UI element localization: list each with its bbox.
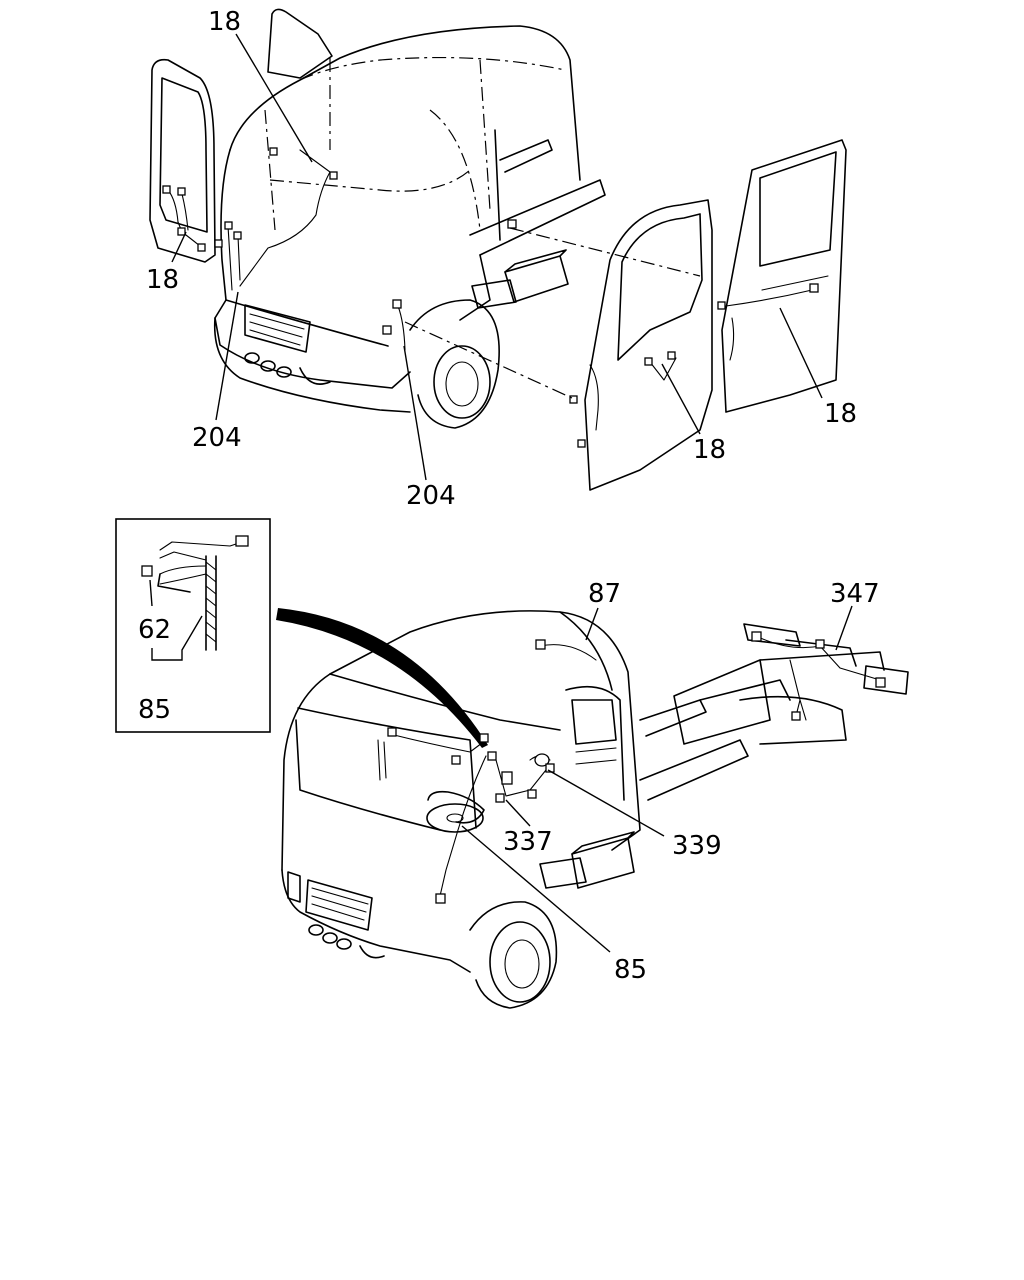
leader-87 (585, 607, 599, 641)
chassis-frame (459, 139, 606, 321)
leader-204-a (215, 291, 239, 421)
leader-18-d (779, 307, 823, 399)
leader-18-c (661, 363, 701, 435)
cab-body (214, 25, 581, 389)
top-alignment-line-2 (404, 321, 573, 399)
bottom-harness (389, 635, 881, 897)
top-harness (167, 149, 813, 431)
callout-18-left: 18 (146, 265, 179, 295)
leader-337 (505, 799, 531, 827)
front-grille (213, 304, 411, 413)
callout-18-rear: 18 (824, 399, 857, 429)
bottom-grille (287, 871, 385, 959)
detail-inset: 62 85 (115, 518, 271, 733)
callout-204-center: 204 (406, 481, 456, 511)
bottom-front-wheel (469, 901, 558, 1009)
bottom-battery (539, 831, 635, 889)
left-door (149, 58, 216, 263)
leader-347 (835, 605, 853, 651)
top-cab-drawing: 18 18 204 204 18 18 (146, 7, 857, 511)
bottom-cab-drawing: 87 347 337 339 85 (281, 579, 909, 1009)
callout-85-main: 85 (614, 955, 647, 985)
callout-87: 87 (588, 579, 621, 609)
top-alignment-line-1 (509, 227, 701, 277)
right-front-door (584, 199, 713, 491)
bottom-connectors (387, 631, 886, 904)
leader-18-a (235, 33, 313, 163)
bottom-cab-body (281, 610, 641, 973)
upper-door (267, 8, 333, 79)
callout-18-top: 18 (208, 7, 241, 37)
callout-337: 337 (503, 827, 553, 857)
detail-arrow (276, 608, 488, 748)
callout-204-left: 204 (192, 423, 242, 453)
callout-347: 347 (830, 579, 880, 609)
callout-85-inset: 85 (138, 695, 171, 725)
right-rear-door (721, 139, 847, 413)
leader-85-main (461, 825, 611, 953)
callout-18-door: 18 (693, 435, 726, 465)
top-connectors (162, 147, 819, 448)
leader-18-b (171, 231, 187, 263)
callout-62: 62 (138, 615, 171, 645)
leader-204-b (403, 345, 427, 481)
leader-339 (547, 769, 665, 837)
bottom-chassis-frame (639, 623, 909, 801)
callout-339: 339 (672, 831, 722, 861)
front-wheel (409, 299, 500, 429)
